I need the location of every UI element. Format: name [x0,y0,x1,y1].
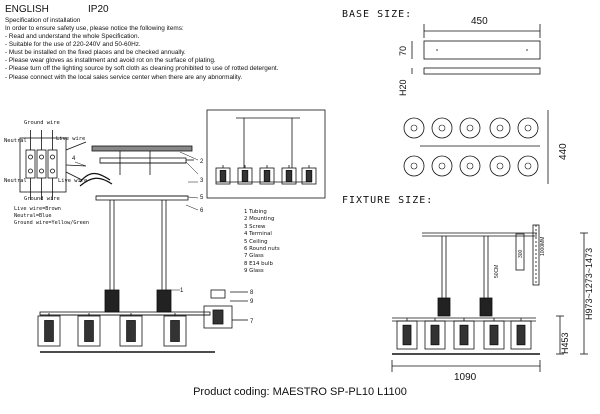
glass-shade [77,313,101,347]
base-rosette [489,155,511,177]
fixture-size-title: FIXTURE SIZE: [342,195,433,206]
callout-lines [74,151,199,291]
fixture-rod-label: 300 [518,249,524,258]
base-rosette [403,155,425,177]
base-width-label: 450 [471,16,488,27]
instruction-list: In order to ensure safety use, please no… [5,25,278,82]
instruction-item: In order to ensure safety use, please no… [5,25,184,32]
ip-rating: IP20 [88,4,109,15]
callout-2: 2 [200,159,204,165]
glass-shade [215,165,231,185]
base-plan-view [403,117,539,177]
fixture-assembly-drawing [39,200,215,353]
base-rosette [517,117,539,139]
part-item: 1 Tubing [244,209,267,215]
ceiling-mount-detail [79,145,194,201]
bulb-detail [203,289,248,329]
base-thickness-label: 70 [398,46,408,56]
fixture-size-drawing [391,224,588,372]
callout-4: 4 [72,156,76,162]
base-rosette [431,155,453,177]
wiring-live-bottom: Live wire [58,178,87,184]
callout-1: 1 [180,288,184,294]
base-depth-label: 440 [558,143,569,160]
wiring-live-top: Live wire [56,136,85,142]
wiring-neutral-bottom: Neutral [4,178,27,184]
base-rosette [517,155,539,177]
part-item: 8 E14 bulb [244,260,273,267]
fixture-h2-label: H973~1273~1473 [584,248,594,320]
wiring-note-item: Neutral=Blue [14,213,52,219]
instruction-item: - Please turn off the lighting source by… [5,65,279,73]
base-rosette [403,117,425,139]
callout-3: 3 [200,178,204,184]
callout-5: 5 [200,195,204,201]
base-size-title: BASE SIZE: [342,9,412,20]
glass-shade [237,165,253,185]
glass-shade [453,318,475,350]
wiring-note-item: Live wire=Brown [14,206,61,212]
part-item: 3 Screw [244,223,266,230]
callout-6: 6 [200,208,204,214]
callout-8: 8 [250,290,254,296]
part-item: 4 Terminal [244,231,272,238]
glass-shade [259,165,275,185]
base-height-label: H20 [398,79,408,96]
wiring-note-item: Ground wire=Yellow/Green [14,220,89,226]
fixture-width-label: 1090 [454,372,477,383]
glass-shade [483,318,505,350]
glass-shade [301,165,317,185]
instruction-item: - Please wear gloves as installment and … [5,57,216,65]
glass-shade [424,318,446,350]
instruction-item: - Read and understand the whole Specific… [5,33,140,41]
fixture-h1-label: H453 [560,332,570,354]
part-item: 5 Ceiling [244,238,268,245]
shade-row-right [396,318,532,350]
fixture-chain-label: 1000MM [540,237,546,256]
base-rosette [489,117,511,139]
part-item: 7 Glass [244,253,264,260]
product-coding: Product coding: MAESTRO SP-PL10 L1100 [193,386,407,398]
instruction-item: - Suitable for the use of 220-240V and 5… [5,41,141,49]
callout-9: 9 [250,299,254,305]
callout-7: 7 [250,319,254,325]
specification-title: Specification of installation [5,17,81,24]
wiring-neutral-top: Neutral [4,138,27,144]
part-item: 9 Glass [244,268,264,275]
base-size-drawing [411,24,549,184]
glass-shade [396,318,418,350]
overview-drawing [206,109,326,199]
part-item: 2 Mounting [244,216,275,223]
wiring-ground-bottom: Ground wire [24,196,60,202]
fixture-rod2-label: 50CM [494,265,500,278]
callout-numbers: 2 3 5 6 4 1 8 9 7 [72,156,254,325]
glass-shade [510,318,532,350]
base-rosette [431,117,453,139]
part-item: 6 Round nuts [244,246,280,253]
glass-shade [281,165,297,185]
instruction-item: - Must be installed on the fixed places … [5,49,186,57]
glass-shade [37,313,61,347]
shade-row-left [37,313,187,347]
wiring-ground-top: Ground wire [24,120,60,126]
instruction-item: - Please connect with the local sales se… [5,73,243,81]
terminal-block-diagram [19,130,87,200]
base-rosette [459,117,481,139]
glass-shade [163,313,187,347]
base-rosette [459,155,481,177]
language-label: ENGLISH [5,4,49,15]
glass-shade [119,313,143,347]
